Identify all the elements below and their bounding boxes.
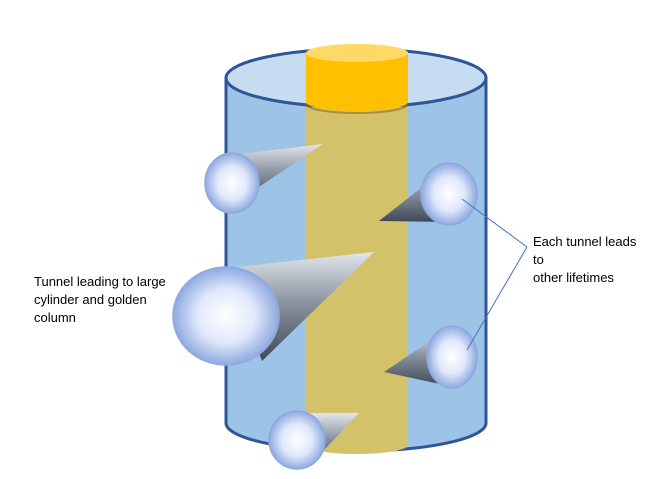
tunnel-cone-upper-right — [379, 162, 478, 226]
callout-line-upper — [461, 198, 528, 248]
callout-lines — [461, 198, 528, 351]
column-top-shadow — [305, 103, 409, 114]
tunnel-mouth — [426, 325, 478, 389]
column-top — [305, 44, 409, 114]
each-tunnel-label: Each tunnel leads to other lifetimes — [533, 234, 637, 285]
tunnel-mouth — [204, 152, 260, 214]
tunnel-cone-large-left — [172, 252, 374, 366]
tunnel-mouth — [420, 162, 478, 226]
column-body — [306, 102, 408, 454]
callout-line-lower — [466, 246, 528, 351]
tunnel-cone-bottom — [268, 410, 359, 470]
column-top-cap — [306, 44, 408, 62]
column-top-side — [306, 53, 408, 111]
tunnel-cone-upper-left — [204, 144, 323, 214]
tunnel-leading-label: Tunnel leading to large cylinder and gol… — [34, 274, 166, 325]
tunnel-mouth — [268, 410, 326, 470]
tunnel-cone-lower-right — [384, 325, 478, 389]
tunnel-mouth — [172, 266, 280, 366]
